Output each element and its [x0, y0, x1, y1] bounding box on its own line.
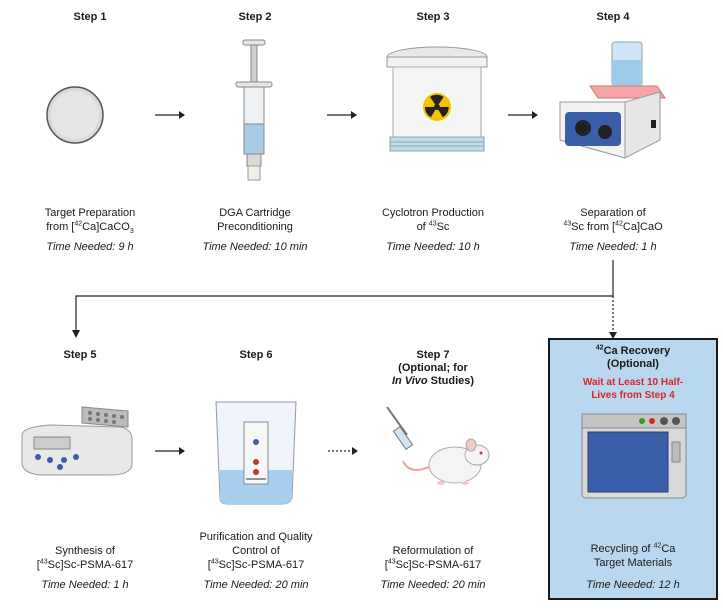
recovery-warning: Wait at Least 10 Half-Lives from Step 4: [582, 377, 684, 401]
heat-block-icon: [21, 406, 133, 476]
step-4-time: Time Needed: 1 h: [569, 241, 657, 253]
hotplate-stirrer-icon: [559, 41, 666, 159]
step-1-description: Target Preparation from [42Ca]CaCO3: [44, 207, 136, 236]
arrow-step3-step4: [508, 111, 538, 119]
step-2-title: Step 2: [238, 11, 272, 23]
target-disc-icon: [46, 86, 104, 144]
recovery-time: Time Needed: 12 h: [586, 579, 680, 591]
step-5-description: Synthesis of [43Sc]Sc-PSMA-617: [36, 545, 134, 571]
tlc-beaker-icon: [215, 401, 297, 505]
step-5-time: Time Needed: 1 h: [41, 579, 129, 591]
step-3-description: Cyclotron Production of 43Sc: [381, 207, 485, 233]
step-6-title: Step 6: [239, 349, 273, 361]
radiation-cyclotron-icon: [386, 46, 488, 152]
step-7-time: Time Needed: 20 min: [380, 579, 486, 591]
arrow-step5-step6: [155, 447, 185, 455]
step-4-description: Separation of 43Sc from [42Ca]CaO: [563, 207, 663, 233]
step-6-description: Purification and Quality Control of [43S…: [199, 531, 313, 571]
step-2-time: Time Needed: 10 min: [202, 241, 308, 253]
mouse-injection-icon: [386, 406, 490, 485]
arrow-step1-step2: [155, 111, 185, 119]
step-3-time: Time Needed: 10 h: [386, 241, 480, 253]
recovery-title: 42Ca Recovery (Optional): [595, 344, 671, 370]
step-4-title: Step 4: [596, 11, 630, 23]
step-1-title: Step 1: [73, 11, 107, 23]
dotted-arrow-step6-step7: [328, 447, 358, 455]
step-6-time: Time Needed: 20 min: [203, 579, 309, 591]
oven-icon: [581, 413, 687, 499]
step-3-title: Step 3: [416, 11, 450, 23]
step-7-description: Reformulation of [43Sc]Sc-PSMA-617: [384, 545, 482, 571]
step-1-time: Time Needed: 9 h: [46, 241, 134, 253]
step-7-title: Step 7 (Optional; for In Vivo Studies): [391, 349, 475, 387]
recovery-description: Recycling of 42Ca Target Materials: [590, 542, 676, 569]
step-5-title: Step 5: [63, 349, 97, 361]
recovery-box: 42Ca Recovery (Optional) Wait at Least 1…: [548, 338, 718, 600]
syringe-cartridge-icon: [235, 39, 273, 181]
arrow-step2-step3: [327, 111, 357, 119]
